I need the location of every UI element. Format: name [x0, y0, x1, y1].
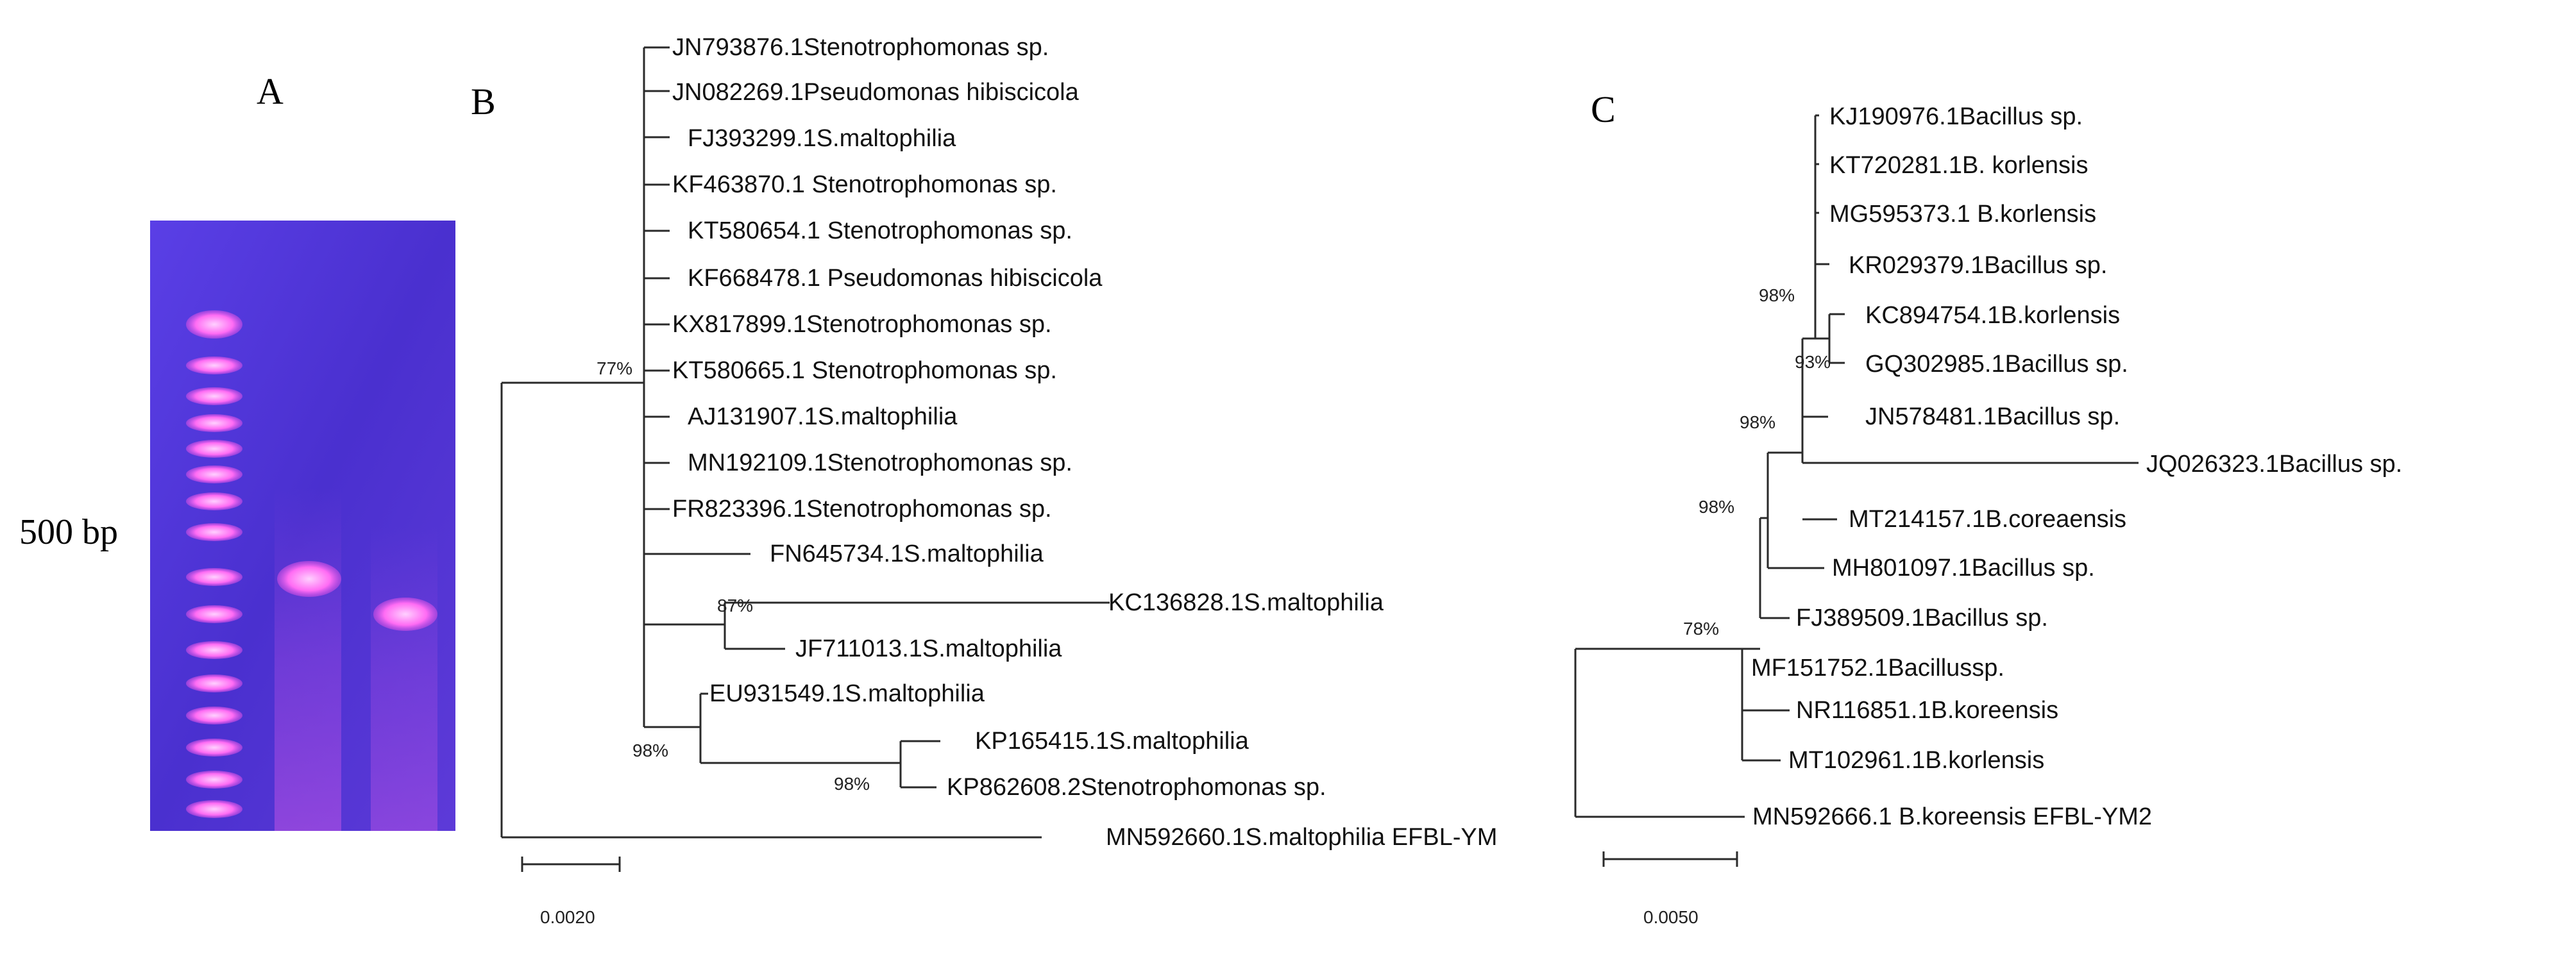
- bootstrap-label: 98%: [1699, 497, 1734, 517]
- taxon-label: KJ190976.1Bacillus sp.: [1829, 103, 2083, 130]
- taxon-label: MT214157.1B.coreaensis: [1849, 506, 2126, 533]
- panel-c-taxa: KJ190976.1Bacillus sp. KT720281.1B. korl…: [1751, 103, 2402, 830]
- taxon-label: KT720281.1B. korlensis: [1829, 152, 2088, 179]
- panel-c: C 98% 93% 98% 98% 78% KJ190976.1Bacillus…: [1574, 88, 2402, 927]
- taxon-label: KF463870.1 Stenotrophomonas sp.: [672, 171, 1057, 198]
- taxon-label: JN793876.1Stenotrophomonas sp.: [672, 34, 1049, 61]
- taxon-label: KC136828.1S.maltophilia: [1108, 589, 1384, 616]
- taxon-label: EU931549.1S.maltophilia: [709, 680, 985, 707]
- ladder-band: [186, 310, 242, 339]
- panel-b-scale-bar: 0.0020: [521, 857, 621, 927]
- ladder-band: [186, 739, 242, 757]
- ladder-band: [186, 605, 242, 623]
- ladder-band: [186, 440, 242, 458]
- ladder-band: [186, 414, 242, 432]
- lane-2-smear: [371, 526, 437, 831]
- bootstrap-label: 98%: [1740, 412, 1775, 432]
- ladder-band: [186, 523, 242, 541]
- taxon-label: KT580665.1 Stenotrophomonas sp.: [672, 357, 1057, 384]
- sample-lane-2: [371, 526, 437, 831]
- bootstrap-label: 78%: [1683, 619, 1719, 639]
- lane-1-band: [277, 561, 341, 597]
- taxon-label: MH801097.1Bacillus sp.: [1832, 555, 2095, 582]
- bootstrap-label: 87%: [717, 596, 753, 615]
- bootstrap-label: 77%: [597, 358, 632, 378]
- ladder-band: [186, 771, 242, 789]
- taxon-label: KT580654.1 Stenotrophomonas sp.: [688, 217, 1072, 244]
- ladder-band: [186, 641, 242, 659]
- taxon-label: MN192109.1Stenotrophomonas sp.: [688, 449, 1072, 476]
- ladder-band: [186, 356, 242, 374]
- panel-b-taxa: JN793876.1Stenotrophomonas sp. JN082269.…: [672, 34, 1497, 851]
- taxon-label: MT102961.1B.korlensis: [1788, 747, 2044, 774]
- lane-2-band: [373, 598, 437, 631]
- taxon-label: NR116851.1B.koreensis: [1796, 697, 2058, 724]
- taxon-label: KC894754.1B.korlensis: [1865, 302, 2120, 329]
- taxon-label: FR823396.1Stenotrophomonas sp.: [672, 496, 1052, 523]
- panel-c-bootstraps: 98% 93% 98% 98% 78%: [1683, 285, 1831, 639]
- taxon-label: KX817899.1Stenotrophomonas sp.: [672, 311, 1052, 338]
- taxon-label: FJ389509.1Bacillus sp.: [1796, 605, 2048, 632]
- scale-bar-label: 0.0050: [1643, 907, 1699, 927]
- taxon-label: AJ131907.1S.maltophilia: [688, 403, 958, 430]
- scale-bar-label: 0.0020: [540, 907, 595, 927]
- taxon-label: JN082269.1Pseudomonas hibiscicola: [672, 79, 1080, 106]
- panel-c-letter: C: [1591, 88, 1616, 130]
- taxon-label: KR029379.1Bacillus sp.: [1849, 252, 2107, 279]
- bootstrap-label: 98%: [632, 741, 668, 760]
- panel-a: A 500 bp: [19, 71, 455, 831]
- panel-b-letter: B: [471, 81, 496, 122]
- panel-b-branches: [500, 46, 1110, 839]
- ladder-band: [186, 492, 242, 510]
- taxon-label: MF151752.1Bacillussp.: [1751, 655, 2004, 682]
- taxon-label: GQ302985.1Bacillus sp.: [1865, 351, 2128, 378]
- ladder-band: [186, 800, 242, 818]
- panel-c-branches: [1574, 114, 2139, 818]
- lane-1-smear: [275, 487, 341, 831]
- ladder-band: [186, 387, 242, 405]
- sample-lane-1: [275, 487, 341, 831]
- taxon-label: MN592660.1S.maltophilia EFBL-YM: [1106, 824, 1497, 851]
- taxon-label: KF668478.1 Pseudomonas hibiscicola: [688, 265, 1103, 292]
- bootstrap-label: 93%: [1795, 352, 1831, 372]
- panel-b-bootstraps: 77% 87% 98% 98%: [597, 358, 870, 794]
- bootstrap-label: 98%: [1759, 285, 1795, 305]
- taxon-label: MG595373.1 B.korlensis: [1829, 201, 2096, 228]
- taxon-label: FJ393299.1S.maltophilia: [688, 125, 956, 152]
- taxon-label: KP862608.2Stenotrophomonas sp.: [947, 774, 1326, 801]
- panel-b: B 77% 87% 98% 98% JN793876.1Stenotrophom…: [471, 34, 1497, 927]
- taxon-label: JQ026323.1Bacillus sp.: [2146, 451, 2402, 478]
- ladder-band: [186, 568, 242, 586]
- taxon-label: KP165415.1S.maltophilia: [975, 728, 1250, 755]
- ladder-lane: [186, 310, 242, 818]
- ladder-band: [186, 465, 242, 483]
- taxon-label: MN592666.1 B.koreensis EFBL-YM2: [1752, 803, 2152, 830]
- taxon-label: JN578481.1Bacillus sp.: [1865, 403, 2120, 430]
- panel-c-scale-bar: 0.0050: [1602, 851, 1738, 927]
- panel-a-letter: A: [257, 71, 284, 112]
- bootstrap-label: 98%: [834, 774, 870, 794]
- taxon-label: FN645734.1S.maltophilia: [770, 540, 1044, 567]
- ladder-band: [186, 674, 242, 692]
- taxon-label: JF711013.1S.maltophilia: [795, 635, 1062, 662]
- ladder-band: [186, 707, 242, 724]
- marker-size-label: 500 bp: [19, 512, 118, 552]
